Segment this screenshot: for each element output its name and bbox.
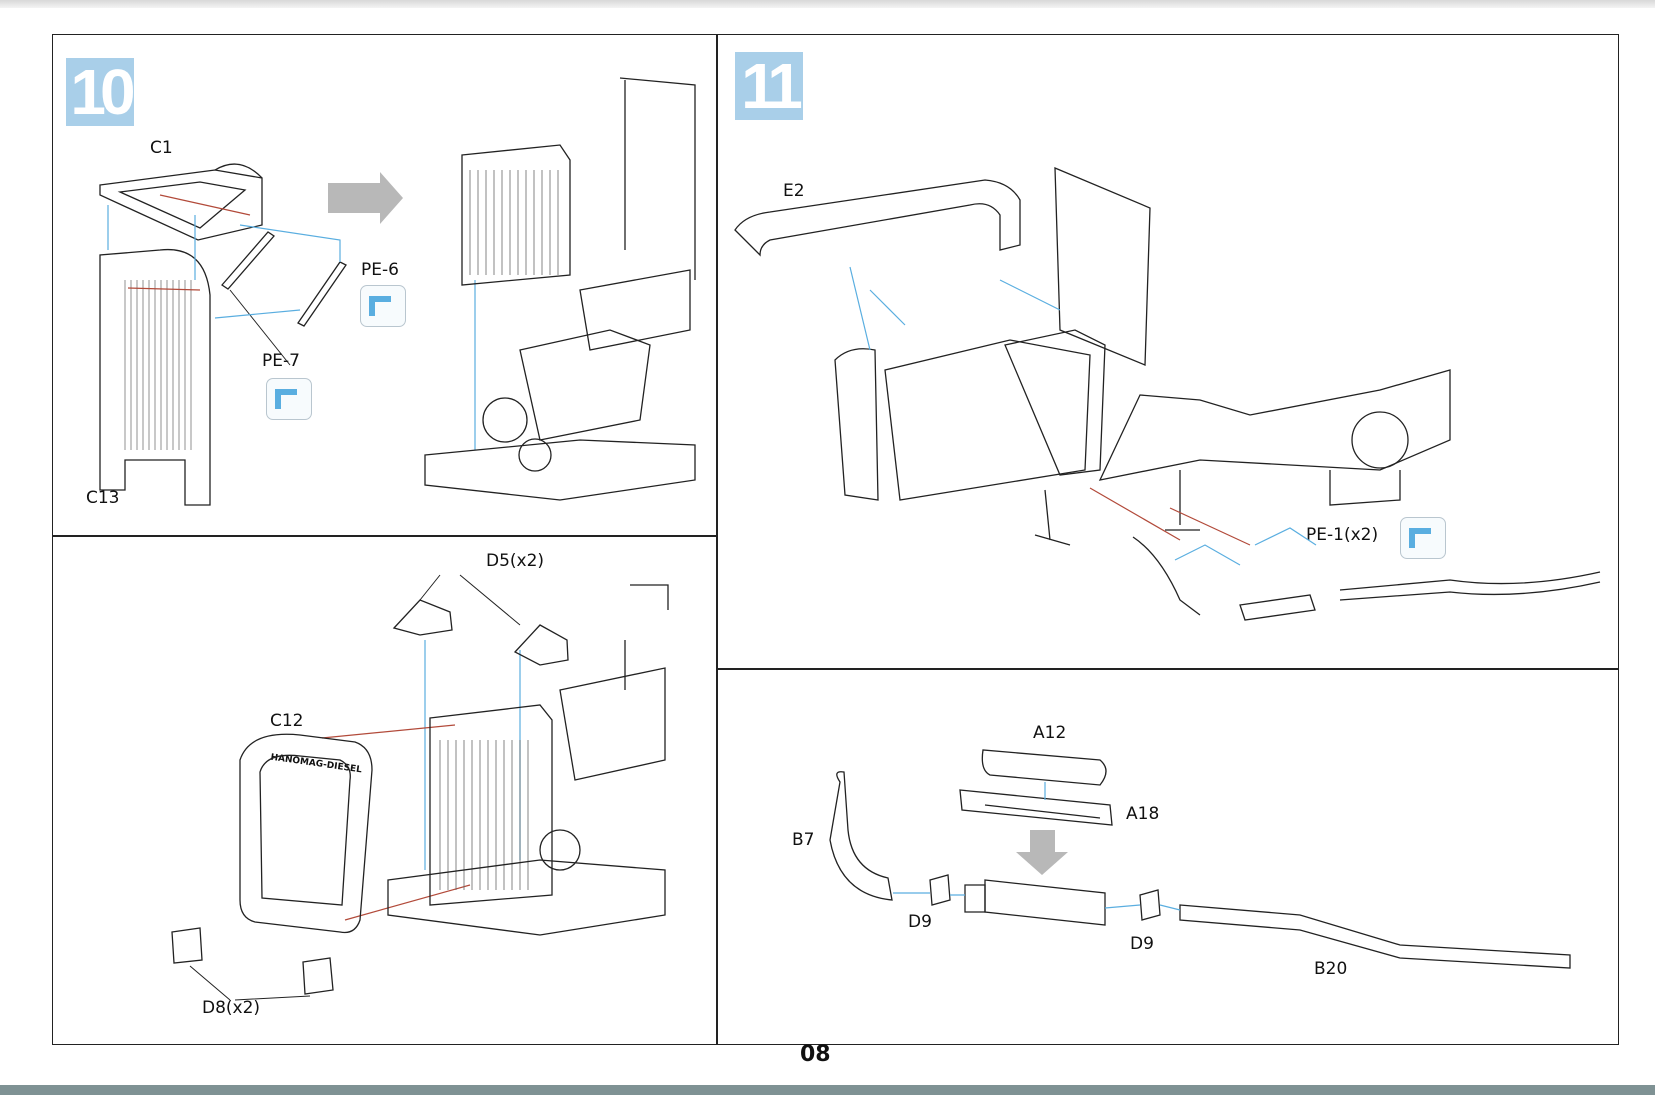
part-b20-drawing — [1179, 904, 1571, 969]
pe-bend-icon — [266, 378, 312, 420]
part-label-d5: D5(x2) — [486, 551, 545, 571]
step11-divider — [716, 668, 1619, 670]
part-d9-drawing — [929, 874, 951, 906]
part-a18-drawing — [959, 789, 1113, 826]
part-label-b20: B20 — [1314, 959, 1348, 979]
step10-divider — [52, 535, 716, 537]
blue-guide-arrows — [107, 205, 521, 870]
page-frame — [52, 34, 1619, 1045]
part-b7-drawing — [829, 771, 893, 901]
scan-top-edge — [0, 0, 1655, 8]
part-label-d9-left: D9 — [908, 912, 932, 932]
step-number-badge: 11 — [735, 52, 803, 120]
gray-right-arrow-icon — [328, 172, 403, 224]
step-number-badge: 10 — [66, 58, 136, 126]
part-label-b7: B7 — [792, 830, 815, 850]
part-pe6-drawing — [297, 261, 347, 327]
part-label-c12: C12 — [270, 711, 304, 731]
chassis-assembly-drawing — [834, 329, 1451, 546]
engine-assembly-drawing-bottom — [387, 584, 669, 936]
part-d5-drawing — [392, 599, 453, 636]
part-c1-drawing — [99, 163, 263, 241]
pe-bend-icon — [1400, 517, 1446, 559]
part-label-d8: D8(x2) — [202, 998, 261, 1018]
column-divider — [716, 34, 718, 1045]
part-label-pe1: PE-1(x2) — [1306, 525, 1379, 545]
gray-down-arrow-icon — [1016, 830, 1068, 875]
muffler-drawing — [964, 879, 1106, 926]
exhaust-pipe-drawing — [1132, 536, 1601, 621]
engine-assembly-drawing-top — [424, 77, 696, 501]
scan-bottom-edge — [0, 1085, 1655, 1095]
part-e2-drawing — [734, 179, 1021, 257]
part-label-d9-right: D9 — [1130, 934, 1154, 954]
part-label-a12: A12 — [1033, 723, 1067, 743]
part-c13-drawing — [99, 248, 211, 506]
part-c12-drawing — [239, 733, 373, 934]
part-d8-drawing — [302, 957, 334, 995]
part-d9-drawing — [1139, 889, 1161, 921]
part-d5-drawing — [513, 624, 569, 666]
part-label-pe7: PE-7 — [262, 351, 300, 371]
part-label-c13: C13 — [86, 488, 120, 508]
part-d8-drawing — [171, 927, 203, 964]
pe-bend-icon — [360, 285, 406, 327]
part-label-e2: E2 — [783, 181, 805, 201]
part-a12-drawing — [981, 749, 1107, 786]
red-guide-arrows — [127, 194, 471, 921]
part-label-c1: C1 — [150, 138, 173, 158]
part-label-a18: A18 — [1126, 804, 1160, 824]
windshield-drawing — [1054, 167, 1151, 366]
part-label-pe6: PE-6 — [361, 260, 399, 280]
part-pe7-drawing — [221, 231, 275, 290]
page-number: 08 — [800, 1042, 831, 1067]
